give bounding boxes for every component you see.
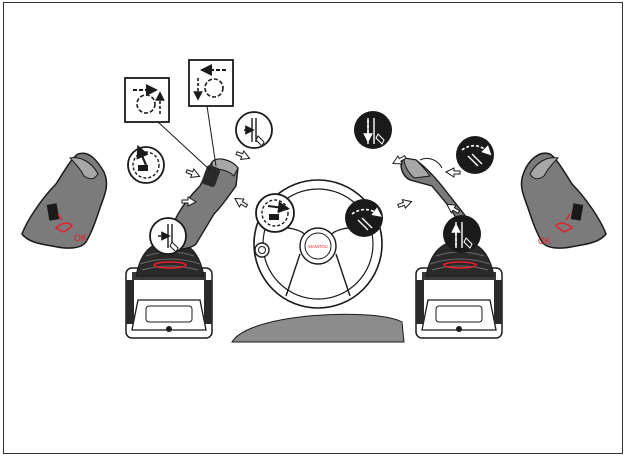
rotation-direction-arrow-icon: [128, 147, 164, 183]
joystick-grip-right-icon: [521, 153, 606, 248]
ok-label-right: OK: [538, 236, 551, 246]
boom-lower-icon: [354, 111, 392, 149]
circular-move-wheel-icon: [256, 194, 294, 232]
boom-tilt-icon: [236, 112, 272, 148]
steering-wheel-logo: MANITOU: [308, 244, 327, 249]
boom-tilt-right-icon: [456, 136, 494, 174]
boom-extend-icon: [345, 199, 383, 237]
dashboard-edge: [232, 314, 404, 342]
circular-move-right-icon: [189, 60, 233, 106]
joystick-grip-left-icon: [22, 153, 107, 248]
circular-move-left-icon: [125, 78, 169, 122]
ok-label-left: OK: [74, 233, 87, 243]
boom-raise-icon: [150, 218, 186, 254]
boom-raise-right-icon: [443, 215, 481, 253]
